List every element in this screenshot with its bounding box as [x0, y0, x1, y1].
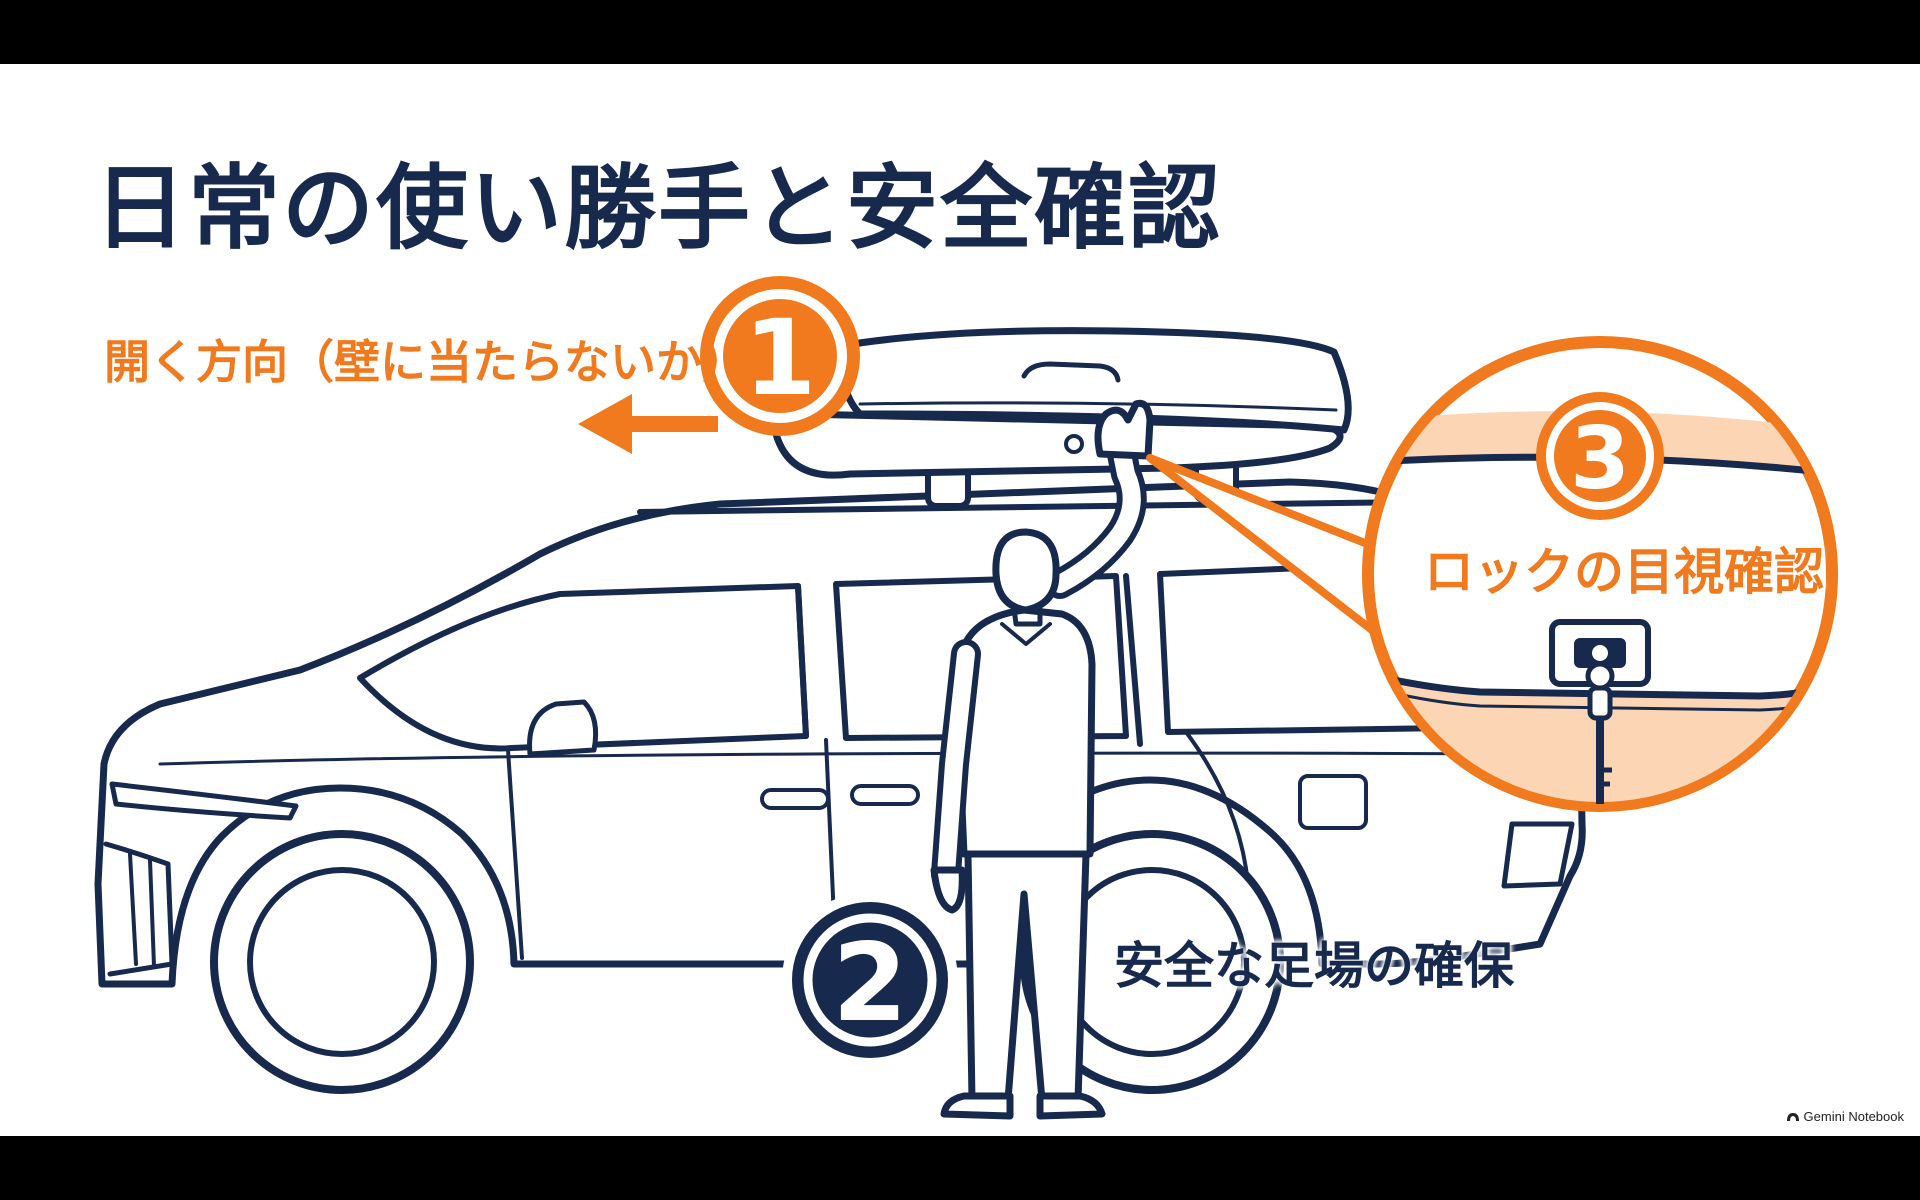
roof-box: [771, 327, 1352, 479]
step-2-number: 2: [832, 921, 907, 1046]
step-3-badge: 3: [1536, 392, 1664, 520]
step-1-number: 1: [744, 297, 816, 419]
illustration: 1 2: [94, 276, 1838, 1120]
watermark-text: Gemini Notebook: [1803, 1109, 1904, 1124]
step-3-label: ロックの目視確認: [1424, 543, 1824, 601]
slide: 1 2: [0, 64, 1920, 1136]
minivan: [94, 478, 1586, 988]
page-title: 日常の使い勝手と安全確認: [94, 155, 1223, 262]
step-2-badge: 2: [782, 892, 958, 1068]
step-2-label: 安全な足場の確保: [1114, 937, 1514, 995]
person: [930, 399, 1154, 1120]
key-icon: [1585, 661, 1615, 804]
step-1-label: 開く方向（壁に当たらないか）: [104, 335, 748, 389]
step-1-badge: 1: [700, 276, 860, 436]
gemini-notebook-icon: [1786, 1112, 1799, 1121]
step-3-number: 3: [1570, 409, 1630, 509]
watermark: Gemini Notebook: [1786, 1109, 1904, 1124]
arrow-left-icon: [578, 394, 718, 454]
front-wheel: [210, 830, 474, 1094]
